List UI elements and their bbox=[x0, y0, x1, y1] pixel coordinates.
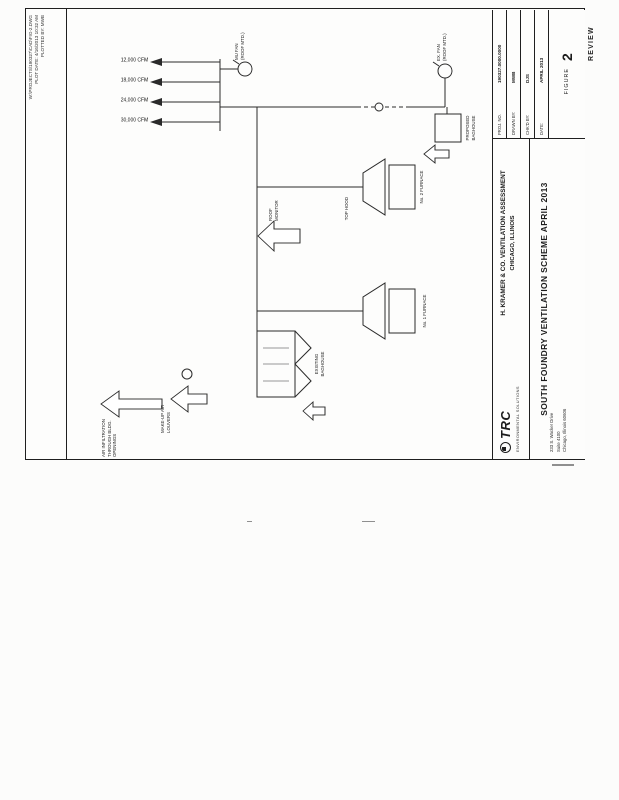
stack-1-arrowhead-icon bbox=[150, 118, 162, 126]
furnace2-hood bbox=[362, 158, 386, 216]
furnace2-body bbox=[388, 164, 416, 210]
trc-logo-text: TRC bbox=[498, 410, 513, 439]
project-name: H. KRAMER & CO. VENTILATION ASSESSMENT C… bbox=[493, 139, 529, 347]
makeup-label-line2: LOUVERS bbox=[165, 412, 171, 433]
roof-monitor-label: ROOF MONITOR bbox=[268, 200, 279, 221]
grid-label: CHK'D BY: bbox=[525, 114, 530, 135]
project-line1: H. KRAMER & CO. VENTILATION ASSESSMENT bbox=[500, 170, 507, 316]
figure-number-cell: FIGURE 2 bbox=[549, 10, 584, 138]
schematic-area: 30,000 CFM 24,000 CFM 18,000 CFM 12,000 … bbox=[67, 9, 492, 459]
proposed-baghouse-label-line2: BAGHOUSE bbox=[470, 115, 476, 141]
grid-label: DRAWN BY: bbox=[511, 111, 516, 135]
grid-value: MWB bbox=[511, 71, 516, 83]
ex-fan-tick bbox=[432, 61, 440, 67]
mu-fan-label: MU FAN (ROOF MTD.) bbox=[234, 32, 245, 60]
grid-value: 190327.0000.0000 bbox=[497, 44, 502, 83]
grid-label: PROJ. NO. bbox=[497, 114, 502, 135]
furnace1-label: No. 1 FURNACE bbox=[422, 294, 427, 328]
stack-2-flow-tag: 24,000 CFM bbox=[120, 97, 149, 104]
stack-2-arrowhead-icon bbox=[150, 98, 162, 106]
grid-row-drawn-by: DRAWN BY: MWB bbox=[507, 9, 521, 138]
stack-4-arrowhead-icon bbox=[150, 58, 162, 66]
figure-number: 2 bbox=[558, 53, 575, 62]
makeup-arrow-icon bbox=[170, 385, 208, 413]
address-line2: Suite 4100 bbox=[555, 431, 561, 452]
project-line2: CHICAGO, ILLINOIS bbox=[510, 215, 516, 271]
infiltration-label-line1: AIR INFILTRATION bbox=[101, 419, 106, 457]
address-line1: 233 S. Wacker Drive bbox=[549, 412, 554, 452]
stack-3-arrowhead-icon bbox=[150, 78, 162, 86]
baghouse-hopper-2 bbox=[294, 330, 312, 365]
proposed-baghouse-label: PROPOSED BAGHOUSE bbox=[465, 97, 476, 159]
address-line3: Chicago, Illinois 60606 bbox=[562, 408, 568, 452]
roof-monitor-label-line2: MONITOR bbox=[273, 200, 279, 221]
baghouse-hopper-1 bbox=[294, 363, 312, 398]
damper-icon bbox=[374, 102, 384, 112]
stack-4-flow-tag: 12,000 CFM bbox=[120, 57, 149, 64]
grid-row-checked-by: CHK'D BY: DJS bbox=[521, 9, 535, 138]
scan-artifact bbox=[362, 521, 375, 523]
infiltration-label-line3: OPENINGS bbox=[112, 433, 117, 457]
stamp-line-3: PLOTTED BY: MWB bbox=[40, 15, 46, 58]
titleblock-grid: PROJ. NO. 190327.0000.0000 DRAWN BY: MWB… bbox=[493, 9, 549, 138]
infiltration-label: AIR INFILTRATION THROUGH BLDG. OPENINGS bbox=[101, 417, 118, 457]
stack-1-flow-tag: 30,000 CFM bbox=[120, 117, 149, 124]
roof-monitor-arrow-icon bbox=[257, 219, 301, 253]
title-block: TRC ENVIRONMENTAL SOLUTIONS 233 S. Wacke… bbox=[492, 9, 585, 459]
drawing-sheet: W:\PROJECTS\190327\CAD\FIG-2.DWG PLOT DA… bbox=[25, 8, 595, 460]
makeup-label: MAKE-UP AIR LOUVERS bbox=[160, 405, 171, 433]
existing-baghouse-label-line2: BAGHOUSE bbox=[319, 351, 325, 377]
stack-3-flow-tag: 18,000 CFM bbox=[120, 77, 149, 84]
infiltration-arrow-icon bbox=[100, 390, 163, 418]
scan-artifact bbox=[247, 521, 252, 523]
schematic-linework bbox=[100, 58, 462, 422]
grid-row-project-no: PROJ. NO. 190327.0000.0000 bbox=[493, 9, 507, 138]
top-hood-label: TOP HOOD bbox=[344, 197, 349, 221]
ex-fan-label: EX. FAN (ROOF MTD.) bbox=[436, 33, 447, 61]
ex-fan-icon bbox=[437, 63, 453, 79]
cad-plot-stamp: W:\PROJECTS\190327\CAD\FIG-2.DWG PLOT DA… bbox=[28, 15, 47, 99]
proposed-inlet-arrow-icon bbox=[423, 144, 450, 164]
grid-row-date: DATE: APRIL 2013 bbox=[535, 9, 549, 138]
grid-value: DJS bbox=[525, 74, 530, 83]
scan-artifact bbox=[552, 464, 574, 466]
proposed-baghouse-body bbox=[434, 113, 462, 143]
trc-logo-icon bbox=[500, 442, 511, 453]
mu-fan-tick bbox=[232, 59, 240, 65]
trc-logo: TRC bbox=[498, 411, 513, 453]
makeup-label-line1: MAKE-UP AIR bbox=[160, 404, 165, 433]
grid-label: DATE: bbox=[539, 122, 544, 135]
ex-fan-label-line2: (ROOF MTD.) bbox=[441, 33, 447, 61]
baghouse-inlet-arrow-icon bbox=[302, 400, 326, 422]
mu-fan-label-line2: (ROOF MTD.) bbox=[239, 32, 245, 60]
furnace1-body bbox=[388, 288, 416, 334]
review-stamp: REVIEW bbox=[588, 26, 595, 61]
makeup-fan-icon bbox=[181, 368, 193, 380]
company-address: 233 S. Wacker Drive Suite 4100 Chicago, … bbox=[549, 409, 569, 452]
mu-fan-icon bbox=[237, 61, 253, 77]
drawing-title: SOUTH FOUNDRY VENTILATION SCHEME APRIL 2… bbox=[539, 182, 549, 416]
logo-tagline: ENVIRONMENTAL SOLUTIONS bbox=[515, 386, 520, 452]
furnace2-label: No. 2 FURNACE bbox=[419, 170, 424, 204]
grid-value: APRIL 2013 bbox=[539, 57, 544, 83]
titleblock-divider bbox=[529, 139, 530, 459]
existing-baghouse-label: EXISTING BAGHOUSE bbox=[314, 332, 325, 396]
furnace1-hood bbox=[362, 282, 386, 340]
figure-label: FIGURE bbox=[563, 68, 570, 95]
